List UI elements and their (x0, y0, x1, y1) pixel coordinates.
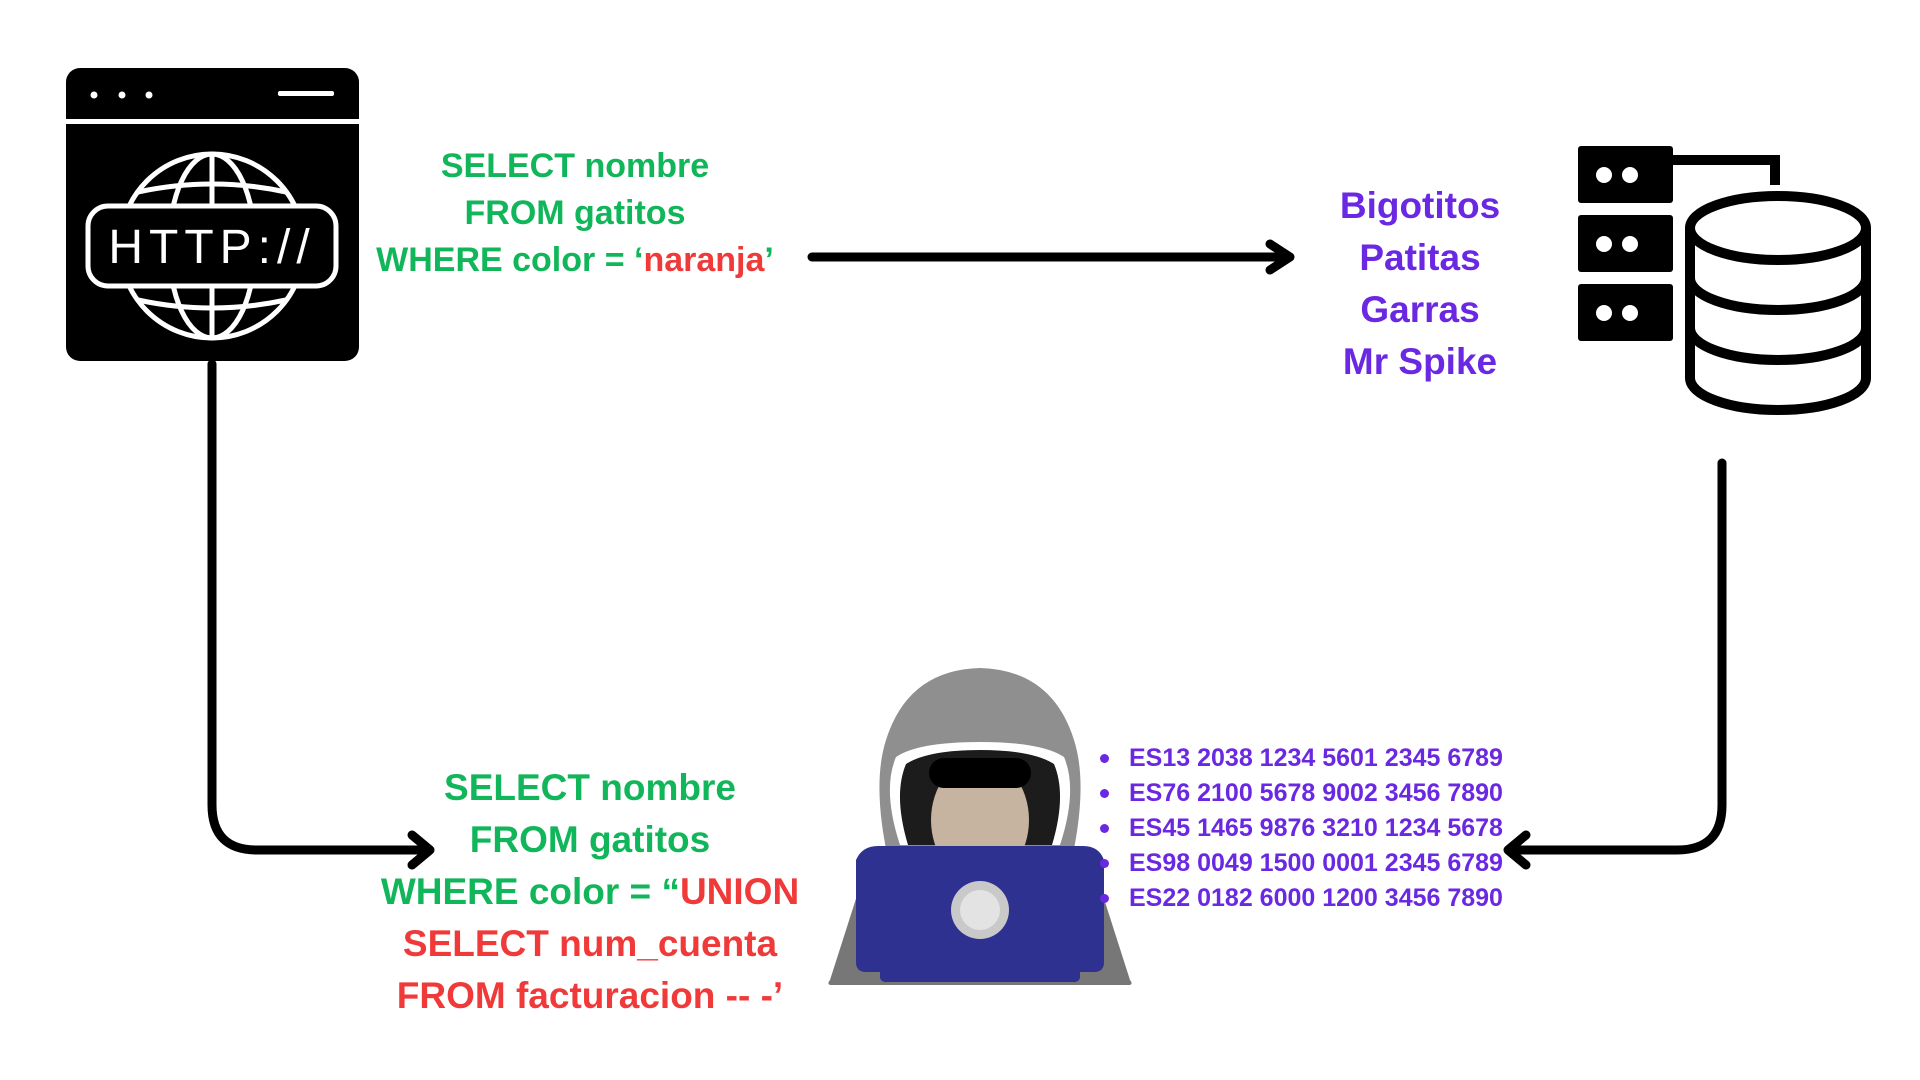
injected-line-select-account: SELECT num_cuenta (402, 923, 778, 964)
query-where-value: naranja (643, 241, 765, 279)
query-line-select: SELECT nombre (440, 147, 710, 185)
result-name: Patitas (1359, 237, 1481, 278)
injected-line-from-billing: FROM facturacion -- -’ (396, 975, 784, 1016)
result-name: Mr Spike (1342, 341, 1498, 382)
query-where-suffix: ’ (764, 241, 774, 279)
query-results-list: Bigotitos Patitas Garras Mr Spike (1270, 180, 1570, 388)
leak-arrow-line (1507, 458, 1727, 855)
query-where-prefix: WHERE color = ‘ (376, 241, 644, 279)
result-name: Garras (1360, 289, 1480, 330)
injection-arrow-head (407, 830, 435, 870)
injected-sql-query: SELECT nombre FROM gatitos WHERE color =… (340, 762, 840, 1022)
injected-line-from: FROM gatitos (469, 819, 711, 860)
injected-line-where: WHERE color = “UNION (340, 866, 840, 918)
http-label: HTTP:// (108, 221, 315, 274)
injection-arrow-line (207, 359, 430, 855)
leaked-account-item: ES22 0182 6000 1200 3456 7890 (1098, 881, 1503, 916)
query-line-where: WHERE color = ‘naranja’ (330, 237, 820, 284)
query-line-from: FROM gatitos (464, 194, 686, 232)
leaked-accounts-list: ES13 2038 1234 5601 2345 6789 ES76 2100 … (1098, 741, 1503, 916)
legit-sql-query: SELECT nombre FROM gatitos WHERE color =… (330, 143, 820, 284)
injected-where-prefix: WHERE color = “ (380, 871, 680, 912)
leaked-account-item: ES98 0049 1500 0001 2345 6789 (1098, 846, 1503, 881)
leak-arrow-head (1503, 830, 1531, 870)
injected-line-select: SELECT nombre (444, 767, 736, 808)
result-name: Bigotitos (1339, 185, 1501, 226)
injected-union: UNION (679, 871, 800, 912)
leaked-account-item: ES76 2100 5678 9002 3456 7890 (1098, 776, 1503, 811)
request-arrow-head (1265, 239, 1295, 275)
leaked-account-item: ES13 2038 1234 5601 2345 6789 (1098, 741, 1503, 776)
leaked-account-item: ES45 1465 9876 3210 1234 5678 (1098, 811, 1503, 846)
